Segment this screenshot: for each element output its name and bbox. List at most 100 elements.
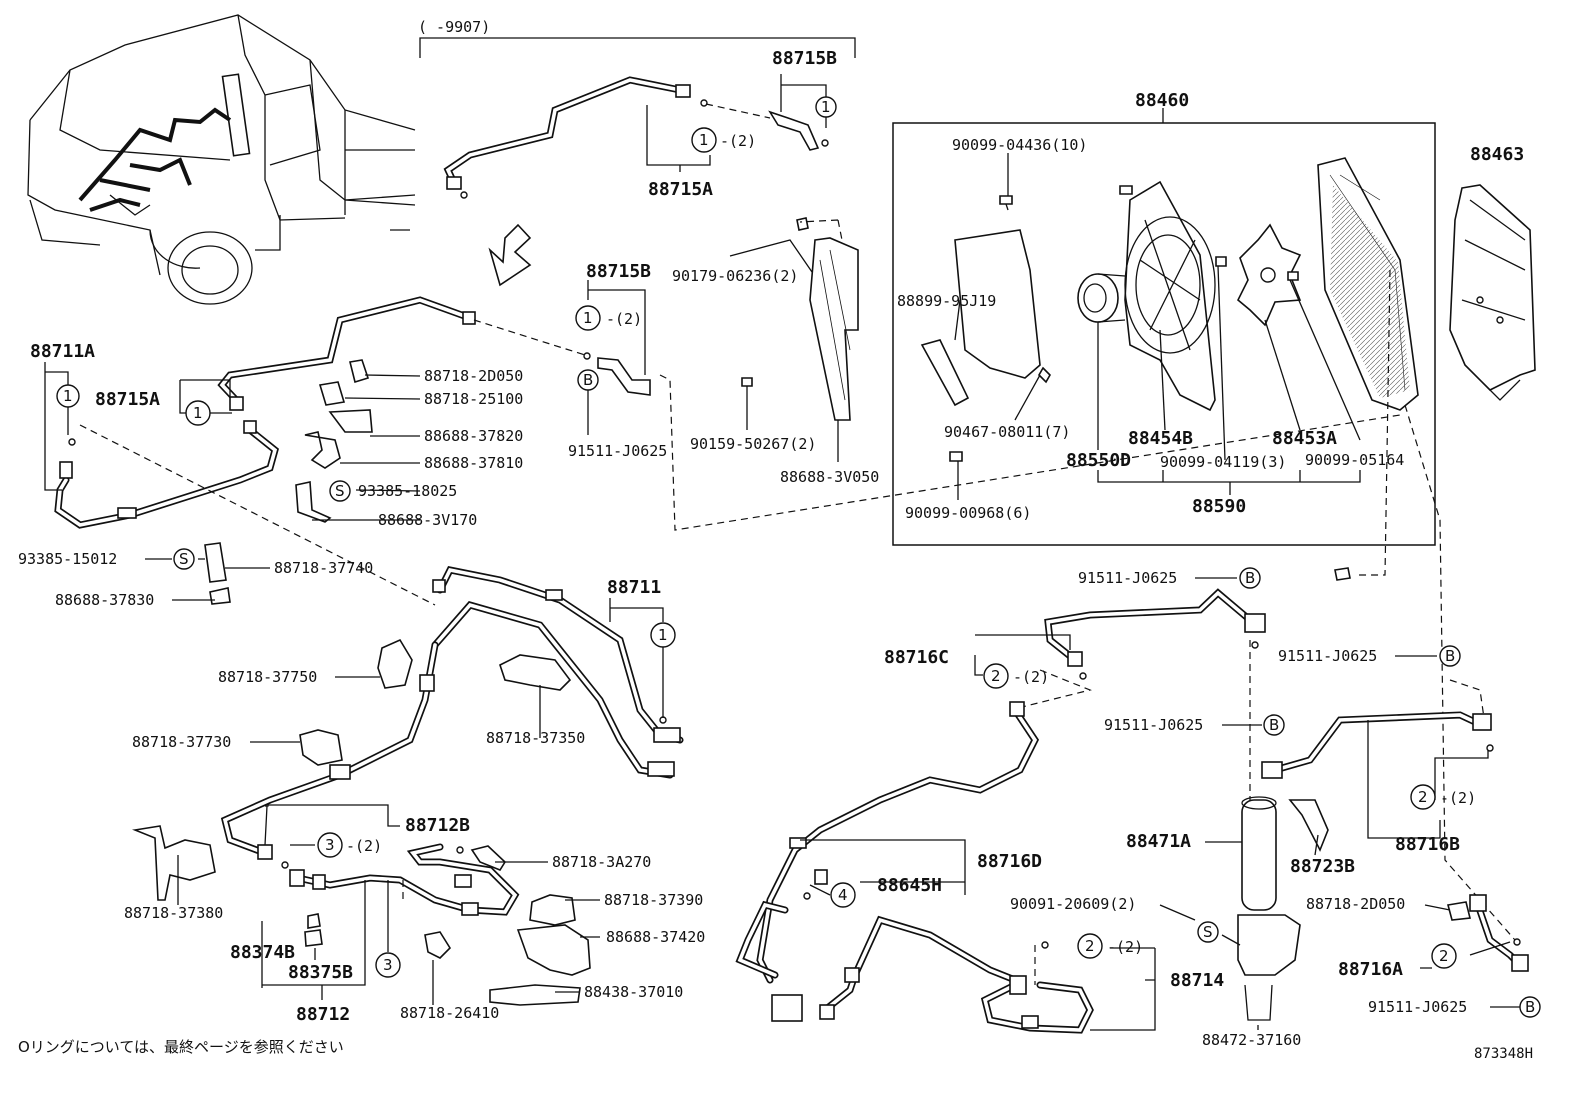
svg-text:S: S xyxy=(335,482,345,500)
qty-a: -(2) xyxy=(720,132,756,150)
label-88453A: 88453A xyxy=(1272,428,1337,449)
label-88714: 88714 xyxy=(1170,970,1224,991)
callout-1-a: 1 xyxy=(815,96,837,118)
fan-motor-88550D xyxy=(1077,273,1126,323)
pipe-88716D xyxy=(735,588,1266,1022)
bracket-9907-note: ( -9907) xyxy=(418,18,490,36)
label-88715A-top: 88715A xyxy=(648,179,713,200)
svg-text:B: B xyxy=(583,371,593,389)
label-88374B: 88374B xyxy=(230,942,295,963)
qty-e: -(2) xyxy=(1440,789,1476,807)
svg-text:1: 1 xyxy=(63,387,73,405)
label-88718-25100: 88718-25100 xyxy=(424,390,523,408)
svg-text:1: 1 xyxy=(193,404,203,422)
label-88711A: 88711A xyxy=(30,341,95,362)
label-88718-37730: 88718-37730 xyxy=(132,733,231,751)
label-88716B: 88716B xyxy=(1395,834,1460,855)
svg-text:1: 1 xyxy=(821,98,831,116)
truck-illustration xyxy=(27,14,416,305)
part-labels: 88715B 88715A 88460 88463 90099-04436(10… xyxy=(18,48,1524,1049)
label-88438-37010: 88438-37010 xyxy=(584,983,683,1001)
bracket-9907: ( -9907) xyxy=(418,18,856,58)
pipe-88714 xyxy=(819,915,1094,1034)
label-88716A: 88716A xyxy=(1338,959,1403,980)
callout-1-b: 1 xyxy=(691,127,717,153)
svg-text:S: S xyxy=(1203,923,1213,941)
callout-b-d: B xyxy=(1263,714,1285,736)
label-90467-08011: 90467-08011(7) xyxy=(944,423,1070,441)
callout-2-a: 2 xyxy=(983,663,1009,689)
label-88718-37740: 88718-37740 xyxy=(274,559,373,577)
label-90099-04119: 90099-04119(3) xyxy=(1160,453,1286,471)
svg-text:B: B xyxy=(1245,569,1255,587)
label-90179-06236: 90179-06236(2) xyxy=(672,267,798,285)
label-88718-26410: 88718-26410 xyxy=(400,1004,499,1022)
callout-b-a: B xyxy=(577,369,599,391)
leader-lines xyxy=(44,74,1520,1031)
pipe-88715A-mid xyxy=(217,296,651,411)
pipe-88715A-top xyxy=(443,76,829,199)
qty-f: -(2) xyxy=(1107,938,1143,956)
qty-c: -(2) xyxy=(346,837,382,855)
label-88550D: 88550D xyxy=(1066,450,1131,471)
label-88718-3A270: 88718-3A270 xyxy=(552,853,651,871)
condenser-panel xyxy=(1317,157,1419,411)
label-88716C: 88716C xyxy=(884,647,949,668)
svg-text:2: 2 xyxy=(1085,937,1095,955)
label-88590: 88590 xyxy=(1192,496,1246,517)
label-88688-37420: 88688-37420 xyxy=(606,928,705,946)
dashed-leaders xyxy=(79,219,1516,941)
label-88718-37750: 88718-37750 xyxy=(218,668,317,686)
label-88718-37350: 88718-37350 xyxy=(486,729,585,747)
label-88463: 88463 xyxy=(1470,144,1524,165)
pipe-88711A xyxy=(54,420,279,529)
clamps-center-left xyxy=(204,359,373,605)
fan-blade-88453A xyxy=(1237,223,1302,327)
label-88899-95J19: 88899-95J19 xyxy=(897,292,996,310)
callout-s-b: S xyxy=(173,548,195,570)
label-88688-3V050: 88688-3V050 xyxy=(780,468,879,486)
callout-s-a: S xyxy=(329,480,351,502)
label-88688-37830: 88688-37830 xyxy=(55,591,154,609)
label-88688-37820: 88688-37820 xyxy=(424,427,523,445)
callout-s-c: S xyxy=(1197,921,1219,943)
clamps-lower-center xyxy=(489,894,591,1006)
label-90099-05164: 90099-05164 xyxy=(1305,451,1404,469)
box-bolts xyxy=(949,185,1299,462)
label-88715B-mid: 88715B xyxy=(586,261,651,282)
frame-88688-3V050 xyxy=(741,217,859,440)
box-88460 xyxy=(892,108,1436,546)
callout-2-b: 2 xyxy=(1410,784,1436,810)
callout-4-a: 4 xyxy=(830,882,856,908)
label-88688-37810: 88688-37810 xyxy=(424,454,523,472)
callout-2-c: 2 xyxy=(1077,933,1103,959)
callout-2-d: 2 xyxy=(1431,943,1457,969)
callout-1-f: 1 xyxy=(650,622,676,648)
label-90099-00968: 90099-00968(6) xyxy=(905,504,1031,522)
callout-circles: 1 1 -(2) 1 -(2) B 1 1 S S 1 3 -(2) 3 B 2… xyxy=(56,96,1541,1018)
label-88472-37160: 88472-37160 xyxy=(1202,1031,1301,1049)
label-88460: 88460 xyxy=(1135,90,1189,111)
direction-arrow xyxy=(488,223,532,287)
bolt-91511 xyxy=(1334,567,1351,581)
pipe-88711 xyxy=(220,566,684,860)
label-88723B: 88723B xyxy=(1290,856,1355,877)
label-88715B-top: 88715B xyxy=(772,48,837,69)
callout-b-c: B xyxy=(1439,645,1461,667)
label-90091-20609: 90091-20609(2) xyxy=(1010,895,1136,913)
svg-text:2: 2 xyxy=(1439,947,1449,965)
label-88471A: 88471A xyxy=(1126,831,1191,852)
svg-text:B: B xyxy=(1525,998,1535,1016)
svg-text:2: 2 xyxy=(1418,788,1428,806)
label-93385-15012: 93385-15012 xyxy=(18,550,117,568)
qty-d: -(2) xyxy=(1013,668,1049,686)
label-88711: 88711 xyxy=(607,577,661,598)
svg-text:1: 1 xyxy=(699,131,709,149)
note-oring-jp: Oリングについては、最終ページを参照ください xyxy=(18,1038,344,1056)
receiver-dryer-88471A xyxy=(1237,796,1329,1021)
label-91511-J0625-c: 91511-J0625 xyxy=(1278,647,1377,665)
label-88712B: 88712B xyxy=(405,815,470,836)
label-88718-2D050-a: 88718-2D050 xyxy=(424,367,523,385)
shroud-panel-88899-95J19 xyxy=(920,229,1041,407)
label-88716D: 88716D xyxy=(977,851,1042,872)
